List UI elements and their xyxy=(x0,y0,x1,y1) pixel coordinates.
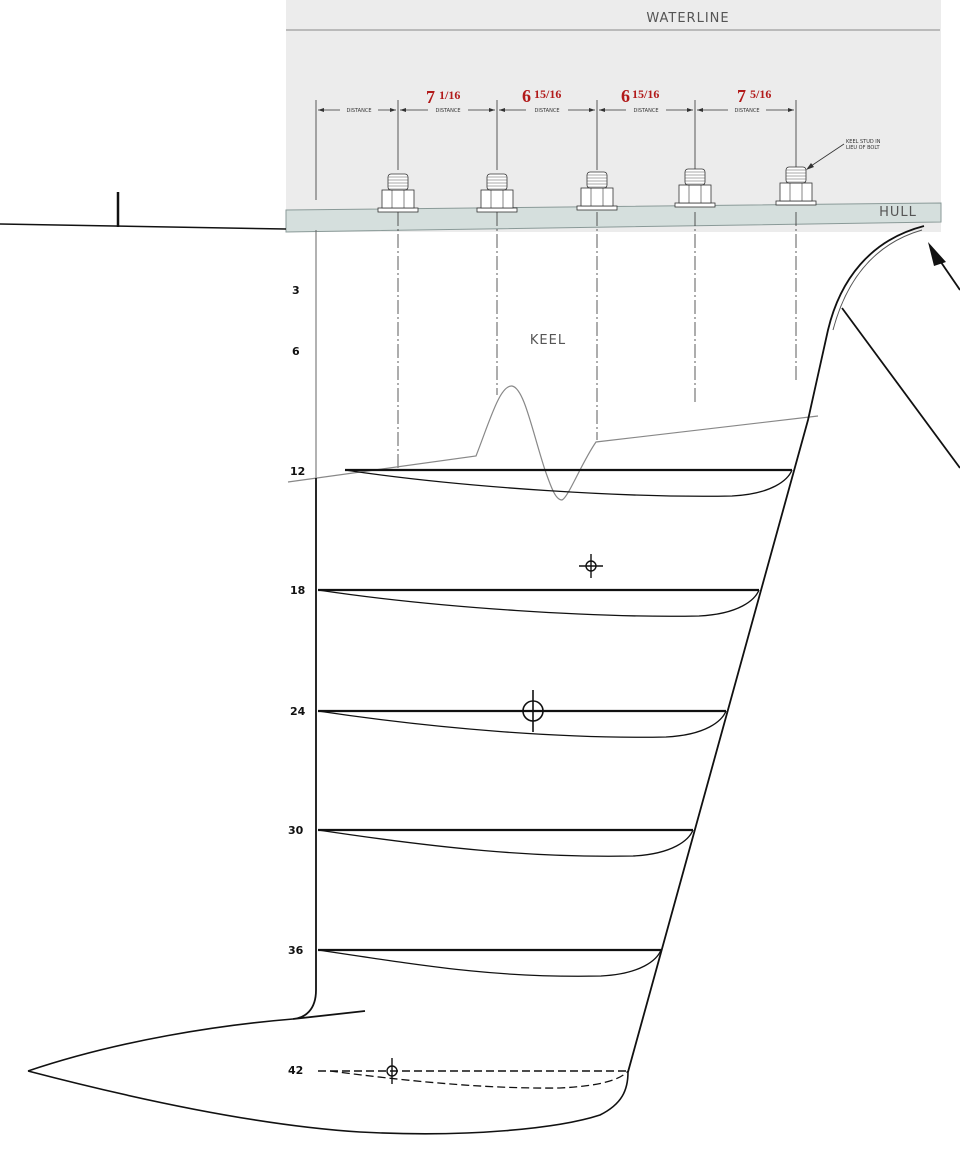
section-stations xyxy=(317,468,793,977)
fin-trailing-edge xyxy=(627,225,925,1073)
fin-trailing-edge-inner xyxy=(832,229,923,331)
keel-bulb xyxy=(27,1018,629,1135)
fin-leading-edge xyxy=(292,478,366,1020)
keel-stud-note-line1: KEEL STUD IN xyxy=(846,139,881,145)
depth-label-24: 24 xyxy=(290,705,306,718)
callout-leader-line xyxy=(841,307,960,469)
keel-top-cut-line xyxy=(287,385,819,501)
keel-bolts xyxy=(377,166,817,213)
keel-bolt xyxy=(775,166,817,206)
section-station xyxy=(344,468,793,497)
distance-label-2: DISTANCE xyxy=(436,108,461,114)
waterline-label: WATERLINE xyxy=(646,11,729,26)
hull-band xyxy=(285,202,942,233)
cg-marker-small xyxy=(579,554,603,578)
hull-label: HULL xyxy=(879,205,917,220)
keel-label: KEEL xyxy=(530,333,566,348)
keel-stud-note-line2: LIEU OF BOLT xyxy=(846,145,880,151)
section-station xyxy=(317,828,694,857)
cg-marker-bulb xyxy=(386,1058,398,1084)
keel-stud-leader-arrow xyxy=(806,163,814,170)
bolt-center-lines xyxy=(397,212,797,468)
distance-arrowheads xyxy=(318,108,794,112)
cg-marker-large xyxy=(522,690,544,732)
depth-label-3: 3 xyxy=(292,284,300,297)
section-station xyxy=(317,948,662,977)
keel-bolt xyxy=(576,171,618,211)
depth-label-12: 12 xyxy=(290,465,305,478)
depth-label-6: 6 xyxy=(292,345,300,358)
distance-label-5: DISTANCE xyxy=(735,108,760,114)
depth-label-18: 18 xyxy=(290,584,305,597)
distance-label-3: DISTANCE xyxy=(535,108,560,114)
keel-bolt xyxy=(476,173,518,213)
hull-outline-left xyxy=(0,223,287,230)
depth-label-36: 36 xyxy=(288,944,304,957)
depth-label-30: 30 xyxy=(288,824,304,837)
station-42-dashed-curve xyxy=(329,1070,629,1089)
distance-label-1: DISTANCE xyxy=(347,108,372,114)
keel-bolt xyxy=(377,173,419,213)
keel-bolt xyxy=(674,168,716,208)
callout-arrowhead xyxy=(928,242,946,266)
keel-stud-leader xyxy=(807,143,845,169)
section-station xyxy=(317,588,760,617)
distance-label-4: DISTANCE xyxy=(634,108,659,114)
depth-label-42: 42 xyxy=(288,1064,303,1077)
section-station xyxy=(317,709,727,738)
